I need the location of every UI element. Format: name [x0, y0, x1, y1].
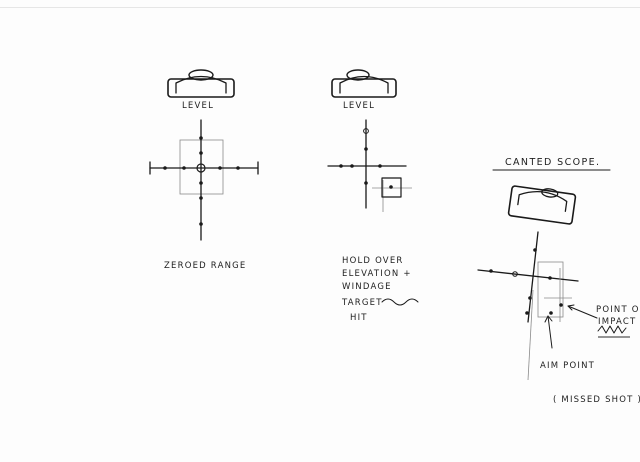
middle-level-bubble	[331, 69, 397, 98]
middle-target-box	[381, 177, 402, 198]
page-edge-line	[0, 7, 640, 8]
middle-caption-line-2: ELEVATION +	[342, 269, 412, 279]
middle-scribble	[381, 298, 419, 306]
left-level-bubble	[167, 69, 235, 98]
left-caption: ZEROED RANGE	[164, 261, 247, 271]
right-level-bubble-canted	[507, 185, 577, 225]
right-reticle-canted	[477, 231, 579, 381]
right-title: CANTED SCOPE.	[505, 157, 600, 168]
aim-point-label: AIM POINT	[540, 361, 595, 371]
middle-caption-line-5: HIT	[350, 313, 368, 323]
missed-shot-label: ( MISSED SHOT ).	[553, 395, 640, 405]
point-of-impact-line-2: IMPACT	[598, 317, 636, 327]
middle-caption-line-4: TARGET	[341, 298, 383, 308]
middle-caption-line-1: HOLD OVER	[342, 256, 404, 266]
point-of-impact-annotation: POINT OF IMPACT	[567, 304, 640, 338]
left-reticle	[149, 119, 259, 241]
middle-reticle	[327, 119, 412, 212]
aim-point-annotation: AIM POINT	[540, 315, 595, 371]
point-of-impact-line-1: POINT OF	[596, 305, 640, 315]
point-of-impact-scribble	[597, 325, 627, 334]
middle-level-label: LEVEL	[343, 101, 375, 111]
middle-caption-line-3: WINDAGE	[342, 282, 392, 292]
left-level-label: LEVEL	[182, 101, 214, 111]
